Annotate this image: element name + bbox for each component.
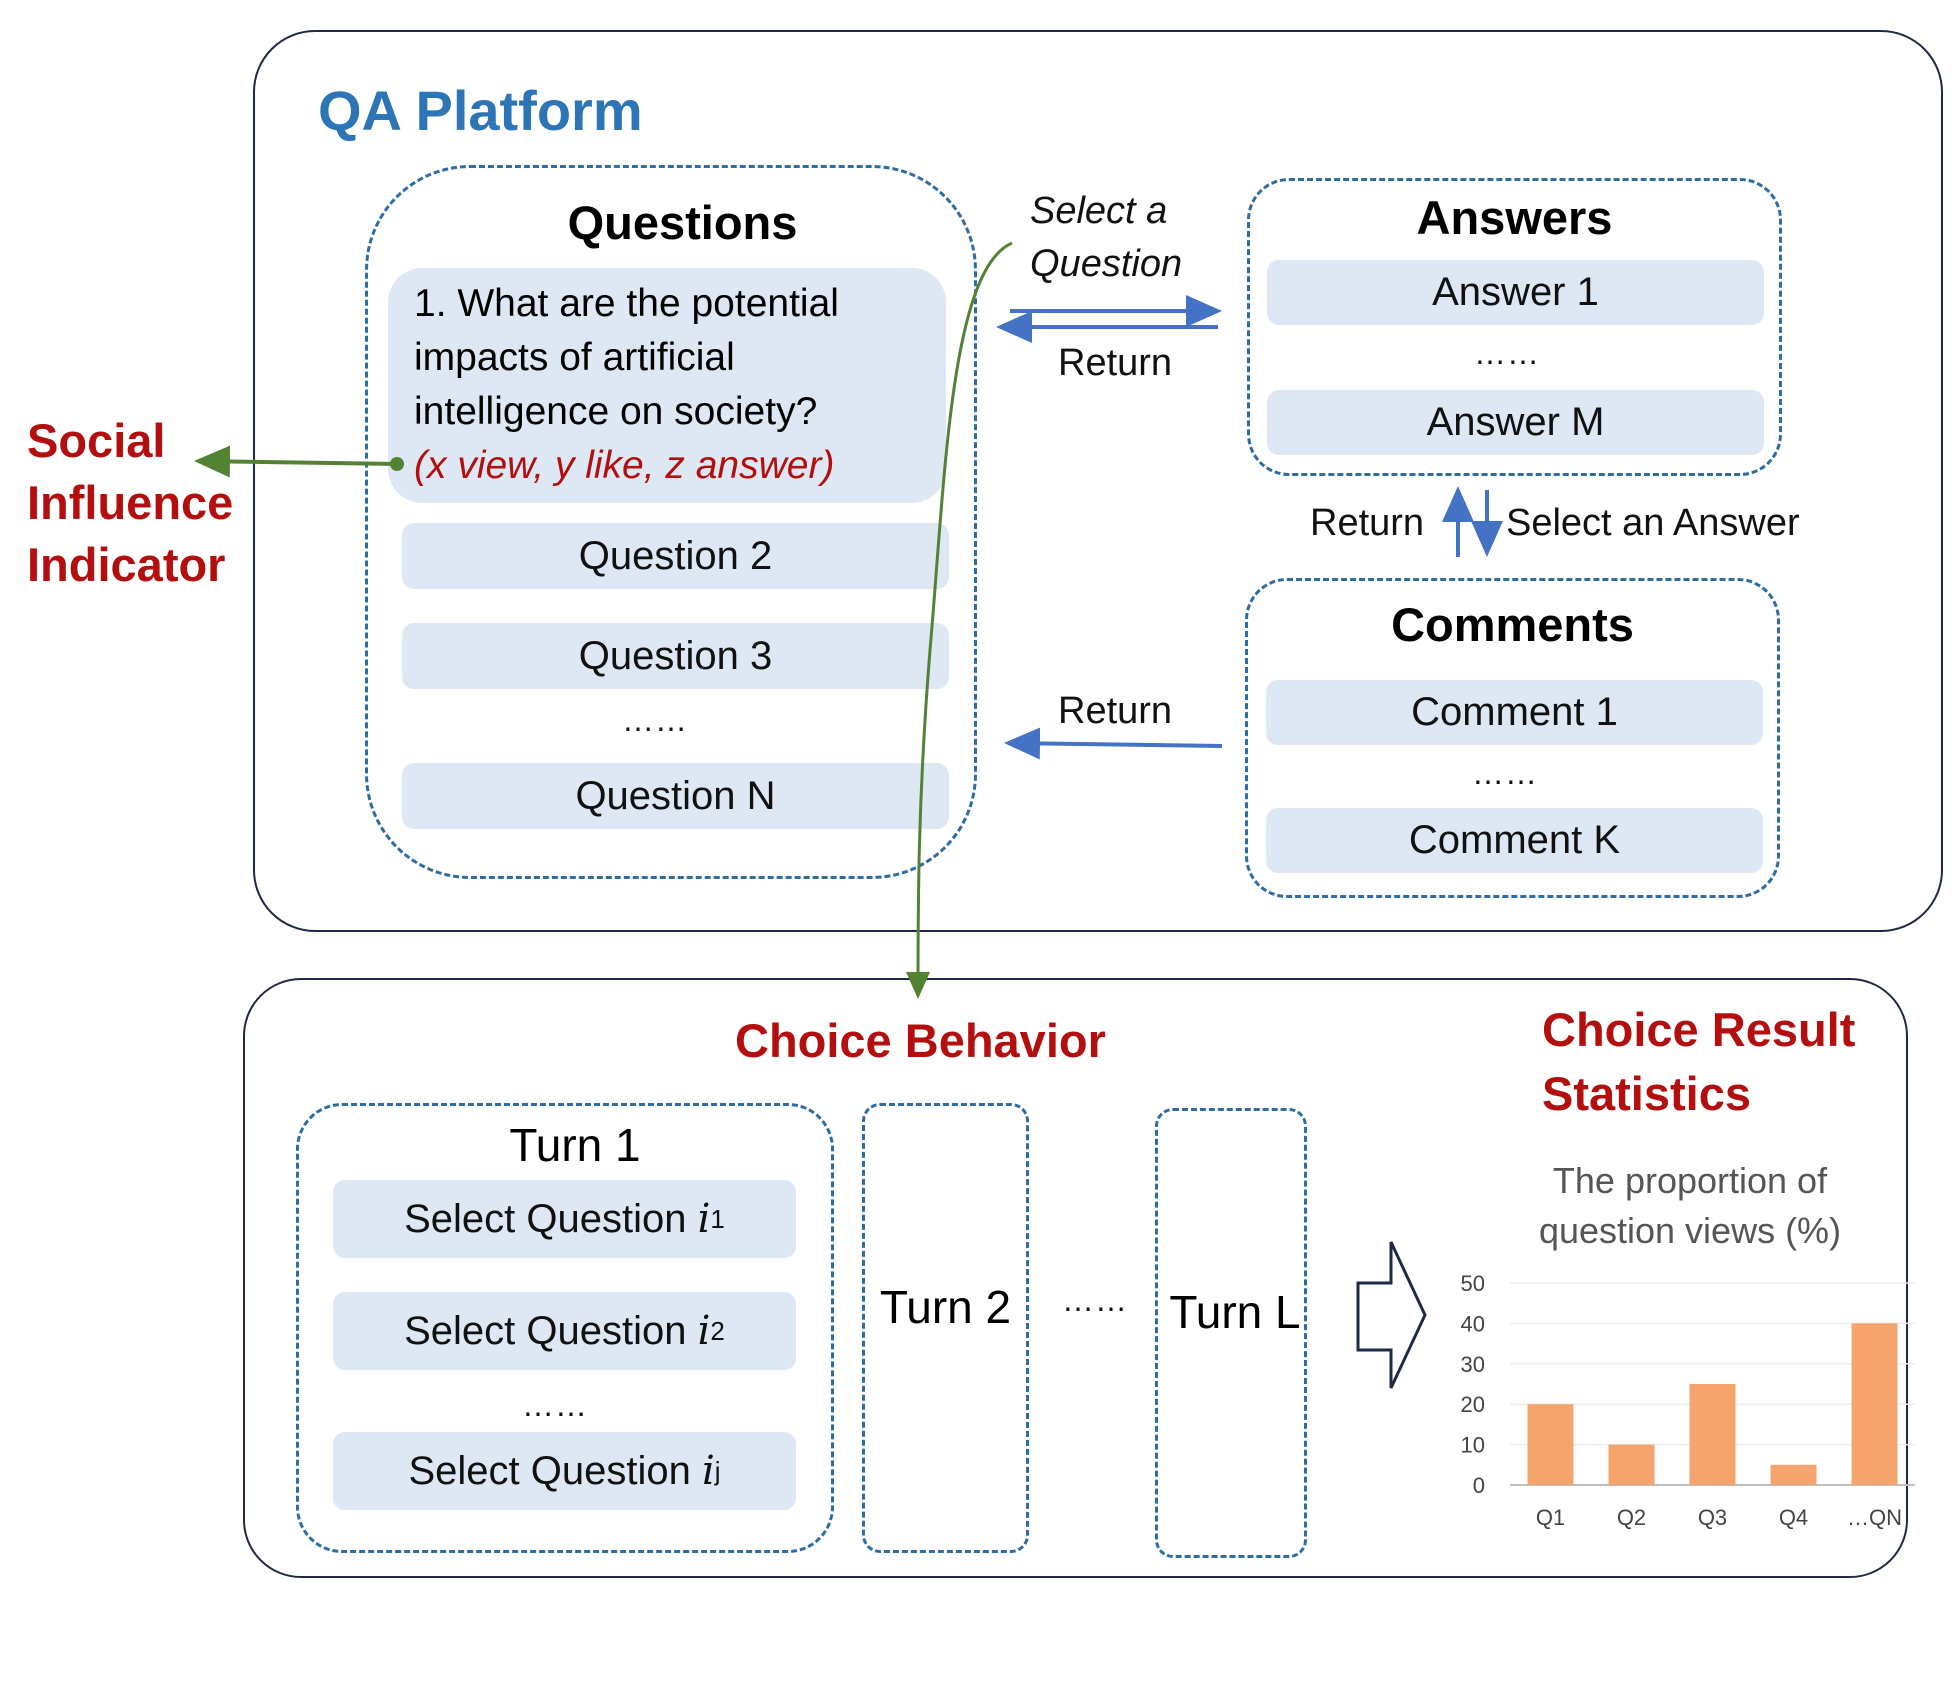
bar-chart: The proportion of question views (%) 0 10… (1461, 1160, 1915, 1530)
comments-heading: Comments (1391, 598, 1634, 651)
choice-result-statistics-title: Choice Result Statistics (1542, 998, 1855, 1126)
question-3-item[interactable]: Question 3 (402, 623, 949, 689)
y-tick-label: 40 (1461, 1311, 1485, 1336)
x-tick-label: Q2 (1617, 1505, 1646, 1530)
turn-l-group (1155, 1108, 1307, 1558)
return-comments-arrow (1004, 727, 1223, 760)
x-tick-label: Q3 (1698, 1505, 1727, 1530)
select-question-prefix: Select Question (404, 1308, 687, 1353)
y-tick-label: 0 (1473, 1473, 1485, 1498)
question-2-item[interactable]: Question 2 (402, 523, 949, 589)
question-index-sub: j (714, 1455, 721, 1486)
side-label-line-3: Indicator (27, 538, 226, 591)
stats-title-line-1: Choice Result (1542, 1003, 1856, 1056)
question-index-var: i (697, 1196, 711, 1242)
y-tick-label: 30 (1461, 1352, 1485, 1377)
qa-platform-title: QA Platform (318, 79, 643, 142)
side-label-line-1: Social (27, 414, 166, 467)
turn-l-label: Turn L (1169, 1286, 1301, 1338)
question-1-line-1: 1. What are the potential (414, 282, 839, 325)
answers-group (1247, 178, 1782, 476)
return-to-questions-label: Return (1058, 342, 1173, 384)
chart-bar (1689, 1384, 1736, 1485)
qa-platform-panel (253, 30, 1943, 932)
social-influence-stats: (x view, y like, z answer) (414, 444, 835, 487)
social-influence-connector (194, 445, 398, 478)
y-tick-label: 50 (1461, 1271, 1485, 1296)
select-question-prefix: Select Question (408, 1448, 691, 1493)
questions-ellipsis: …… (622, 702, 688, 738)
comments-group (1245, 578, 1780, 898)
chart-bar (1851, 1323, 1898, 1485)
comment-k-item[interactable]: Comment K (1266, 808, 1763, 873)
comments-ellipsis: …… (1472, 755, 1538, 791)
question-1-line-2: impacts of artificial (414, 336, 735, 379)
x-tick-label: Q1 (1536, 1505, 1565, 1530)
question-n-item[interactable]: Question N (402, 763, 949, 829)
block-arrow-icon (1356, 1241, 1427, 1389)
social-influence-indicator-label: Social Influence Indicator (27, 410, 233, 596)
turn-1-ellipsis: …… (522, 1387, 588, 1423)
turn-2-label: Turn 2 (879, 1281, 1012, 1333)
comment-1-item[interactable]: Comment 1 (1266, 680, 1763, 745)
turn-2-group (862, 1103, 1029, 1553)
question-index-var: i (701, 1448, 715, 1494)
choice-panel (243, 978, 1908, 1578)
question-index-sub: 1 (710, 1203, 725, 1234)
return-from-comments-label: Return (1058, 690, 1173, 732)
x-tick-label: Q4 (1779, 1505, 1808, 1530)
social-influence-dot (390, 457, 404, 471)
return-to-answers-label: Return (1310, 502, 1425, 544)
answers-heading: Answers (1416, 191, 1613, 244)
chart-bar (1608, 1444, 1655, 1485)
chart-bar (1770, 1464, 1817, 1485)
answer-1-item[interactable]: Answer 1 (1267, 260, 1764, 325)
questions-heading: Questions (567, 196, 798, 249)
choice-flow-curve (906, 241, 1013, 999)
select-question-prefix: Select Question (404, 1196, 687, 1241)
chart-title-line-1: The proportion of (1553, 1160, 1828, 1201)
select-question-label-line-1: Select a (1030, 190, 1168, 232)
answers-ellipsis: …… (1474, 335, 1540, 371)
turns-ellipsis: …… (1062, 1282, 1128, 1318)
chart-bar (1527, 1404, 1574, 1485)
select-answer-label: Select an Answer (1506, 502, 1800, 544)
select-question-label-line-2: Question (1030, 243, 1183, 285)
chart-title-line-2: question views (%) (1539, 1210, 1841, 1251)
question-1-line-3: intelligence on society? (414, 390, 818, 433)
question-index-var: i (697, 1308, 711, 1354)
turn-1-group (296, 1103, 834, 1553)
side-label-line-2: Influence (27, 476, 234, 529)
y-tick-label: 10 (1461, 1433, 1485, 1458)
question-index-sub: 2 (710, 1315, 725, 1346)
answer-m-item[interactable]: Answer M (1267, 390, 1764, 455)
stats-title-line-2: Statistics (1542, 1067, 1751, 1120)
turn-1-heading: Turn 1 (509, 1119, 641, 1171)
questions-group (365, 165, 977, 879)
question-1-card[interactable]: 1. What are the potential impacts of art… (388, 268, 946, 503)
choice-behavior-title: Choice Behavior (735, 1014, 1106, 1067)
y-tick-label: 20 (1461, 1392, 1485, 1417)
x-tick-label: …QN (1847, 1505, 1902, 1530)
